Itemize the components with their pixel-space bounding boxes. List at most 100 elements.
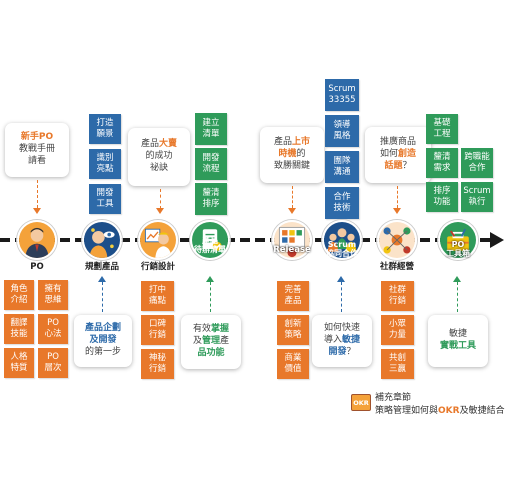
callout-text: 創造 [398,149,417,160]
callout-text: 時機 [278,149,297,160]
supplement-text: 及敏捷結合 [459,406,505,416]
connector-arrow [393,208,401,214]
sticky-note: 角色 介紹 [4,280,34,310]
connector-arrow [206,276,214,282]
callout-text: 的第一步 [84,346,121,357]
book-icon-label: OKR [353,398,369,407]
node-marketing-icon [138,220,178,260]
node-scrum-icon [322,220,362,260]
node-planning-icon [82,220,122,260]
callout-text: 實戰工具 [439,341,476,351]
sticky-note: 人格 特質 [4,348,34,378]
connector-dashed [37,180,38,208]
callout-text: 產 [220,336,230,347]
sticky-note: 跨職能 合作 [461,148,493,178]
callout-backlog: 有效掌握 及管理產 品功能 [181,315,241,369]
callout-text: ？ [346,346,356,357]
node-community-icon [377,220,417,260]
callout-text: 如何 [379,149,398,160]
connector-dashed [102,282,103,312]
callout-tools: 敏捷 實戰工具 [428,315,488,367]
connector-arrow [98,276,106,282]
sticky-note: Scrum 執行 [461,182,493,212]
supplement-title: 補充章節 [375,393,412,403]
connector-dashed [341,282,342,312]
sticky-note: 共創 三贏 [381,349,414,379]
callout-marketing: 產品大賣 的成功 祕訣 [128,128,190,186]
node-label: PO [30,262,44,272]
callout-community: 推廣商品 如何創造 話題？ [365,127,431,183]
callout-text: 敏捷 [342,335,361,346]
callout-text: 致勝關鍵 [273,160,310,171]
supplement-text: 策略管理如何與 [375,406,439,416]
node-label: Release [273,245,311,255]
callout-text: 如何快速 [323,323,360,334]
sticky-note: 領導 風格 [325,115,359,147]
callout-release: 產品上市 時機的 致勝關鍵 [260,127,324,183]
sticky-note: 釐清 排序 [195,183,227,215]
sticky-note: 小眾 力量 [381,315,414,345]
callout-text: 上市 [292,137,311,148]
callout-text: 新手PO [20,132,54,143]
callout-text: 的 [296,149,306,160]
sticky-note: 打造 願景 [89,114,121,144]
callout-planning: 產品企劃 及開發 的第一步 [74,315,132,367]
connector-dashed [160,189,161,209]
callout-text: 管理 [201,336,220,347]
timeline-arrowhead [490,232,504,248]
sticky-note: 釐清 需求 [426,148,458,178]
callout-text: 話題 [384,160,403,171]
sticky-note: 翻譯 技能 [4,314,34,344]
callout-text: 大賣 [159,139,178,150]
node-label: 社群經營 [379,262,414,272]
connector-arrow [288,208,296,214]
callout-text: ？ [402,160,412,171]
callout-text: 祕訣 [149,162,168,173]
connector-dashed [292,186,293,208]
sticky-note: PO 層次 [38,348,68,378]
node-label: 產品 待辦清單 [194,236,226,255]
sticky-note: 開發 流程 [195,148,227,180]
callout-text: 請看 [27,155,46,166]
connector-arrow [156,208,164,214]
sticky-note: 團隊 溝通 [325,151,359,183]
callout-text: 開發 [328,346,347,357]
node-label: Scrum 協同合作 [326,240,358,259]
node-label: PO 工具箱 [446,240,470,259]
supplement-highlight: OKR [438,406,460,416]
callout-po-intro: 新手PO 教戰手冊 請看 [5,123,69,177]
callout-text: 有效 [192,324,211,335]
sticky-note: 合作 技術 [325,187,359,219]
callout-text: 產品 [273,137,292,148]
callout-text: 導入 [323,335,342,346]
sticky-note: 打中 痛點 [141,281,174,311]
node-label: 規劃產品 [84,262,119,272]
node-label: 行銷設計 [140,262,175,272]
node-backlog-icon [190,220,230,260]
connector-dashed [210,282,211,312]
sticky-note: 擁有 思維 [38,280,68,310]
sticky-note: 排序 功能 [426,182,458,212]
sticky-note: 完善 產品 [277,281,309,311]
callout-text: 掌握 [210,324,229,335]
sticky-note: 識別 亮點 [89,149,121,179]
sticky-note: Scrum 33355 [325,79,359,111]
callout-text: 及開發 [89,335,117,346]
sticky-note: 開發 工具 [89,184,121,214]
callout-text: 敏捷 [448,329,467,340]
sticky-note: PO 心法 [38,314,68,344]
sticky-note: 神秘 行銷 [141,349,174,379]
connector-arrow [337,276,345,282]
timeline-arrow [0,238,500,242]
callout-text: 教戰手冊 [18,144,55,155]
connector-dashed [397,186,398,208]
node-toolbox-icon [438,220,478,260]
sticky-note: 建立 清單 [195,113,227,145]
sticky-note: 社群 行銷 [381,281,414,311]
sticky-note: 基礎 工程 [426,114,458,144]
node-release-icon [272,220,312,260]
book-icon: OKR [351,394,371,411]
sticky-note: 創新 策略 [277,315,309,345]
callout-text: 及 [192,336,202,347]
callout-scrum: 如何快速 導入敏捷 開發？ [312,315,372,367]
